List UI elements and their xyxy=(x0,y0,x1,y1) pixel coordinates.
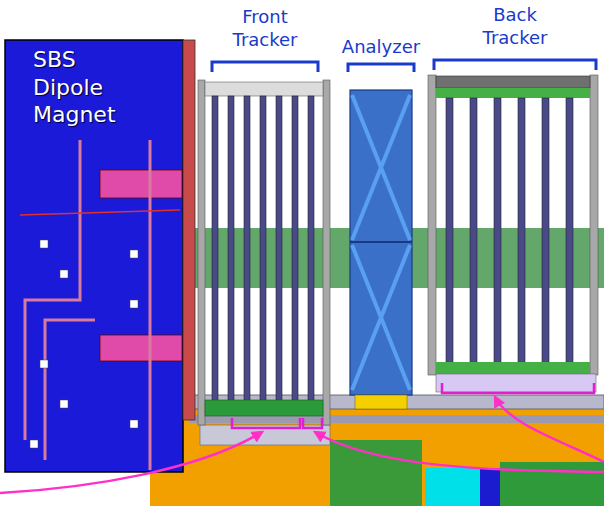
section-label: Back Tracker xyxy=(465,4,565,49)
magnet-title: SBS Dipole Magnet xyxy=(33,46,133,129)
magnet-block: SBS Dipole Magnet xyxy=(5,40,183,472)
section-label: Front Tracker xyxy=(215,6,315,51)
section-label: Analyzer xyxy=(331,36,431,59)
